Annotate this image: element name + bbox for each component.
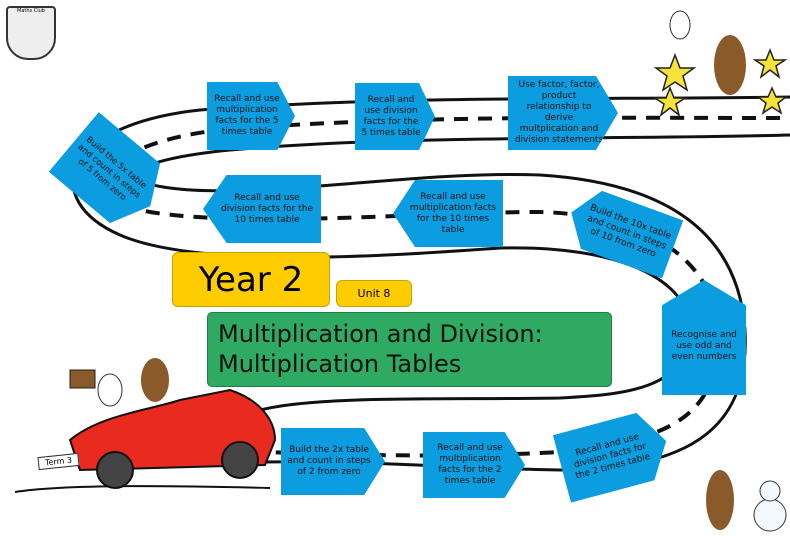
step-label: Recognise and use odd and even numbers (671, 330, 737, 362)
step-build-2x[interactable]: Build the 2x table and count in steps of… (281, 428, 385, 495)
step-label: Recall and use division facts for the 2 … (572, 431, 652, 481)
step-label: Recall and use division facts for the 5 … (361, 94, 421, 138)
unit-badge: Unit 8 (336, 280, 412, 307)
year-label: Year 2 (198, 259, 304, 300)
winter-illustration (706, 470, 787, 532)
step-label: Recall and use multiplication facts for … (409, 191, 497, 235)
step-mult-5[interactable]: Recall and use multiplication facts for … (207, 82, 295, 150)
year-badge: Year 2 (172, 252, 330, 307)
step-div-5[interactable]: Recall and use division facts for the 5 … (355, 83, 435, 150)
unit-label: Unit 8 (357, 287, 391, 300)
step-factor-product[interactable]: Use factor, factor, product relationship… (508, 76, 618, 150)
step-mult-2[interactable]: Recall and use multiplication facts for … (423, 432, 525, 498)
title-line-2: Multiplication Tables (218, 350, 462, 378)
step-mult-10[interactable]: Recall and use multiplication facts for … (393, 180, 503, 247)
step-label: Build the 10x table and count in steps o… (586, 202, 673, 260)
term-sign-label: Term 3 (44, 455, 73, 468)
step-label: Recall and use multiplication facts for … (437, 443, 503, 486)
star-icon (652, 85, 688, 117)
celebration-illustration (652, 10, 789, 117)
unit-title: Multiplication and Division:Multiplicati… (207, 312, 612, 387)
car-illustration (68, 358, 277, 489)
star-icon (755, 86, 789, 115)
star-icon (653, 52, 697, 92)
step-label: Build the 2x table and count in steps of… (287, 445, 371, 477)
maths-club-logo: Maths Club (6, 6, 56, 60)
step-label: Recall and use multiplication facts for … (214, 94, 280, 137)
step-div-10[interactable]: Recall and use division facts for the 10… (203, 175, 321, 243)
step-odd-even[interactable]: Recognise and use odd and even numbers (662, 280, 746, 395)
step-label: Use factor, factor, product relationship… (514, 80, 604, 145)
star-icon (752, 47, 788, 79)
title-line-1: Multiplication and Division: (218, 320, 543, 348)
step-label: Recall and use division facts for the 10… (220, 192, 314, 225)
logo-text: Maths Club (17, 8, 45, 14)
